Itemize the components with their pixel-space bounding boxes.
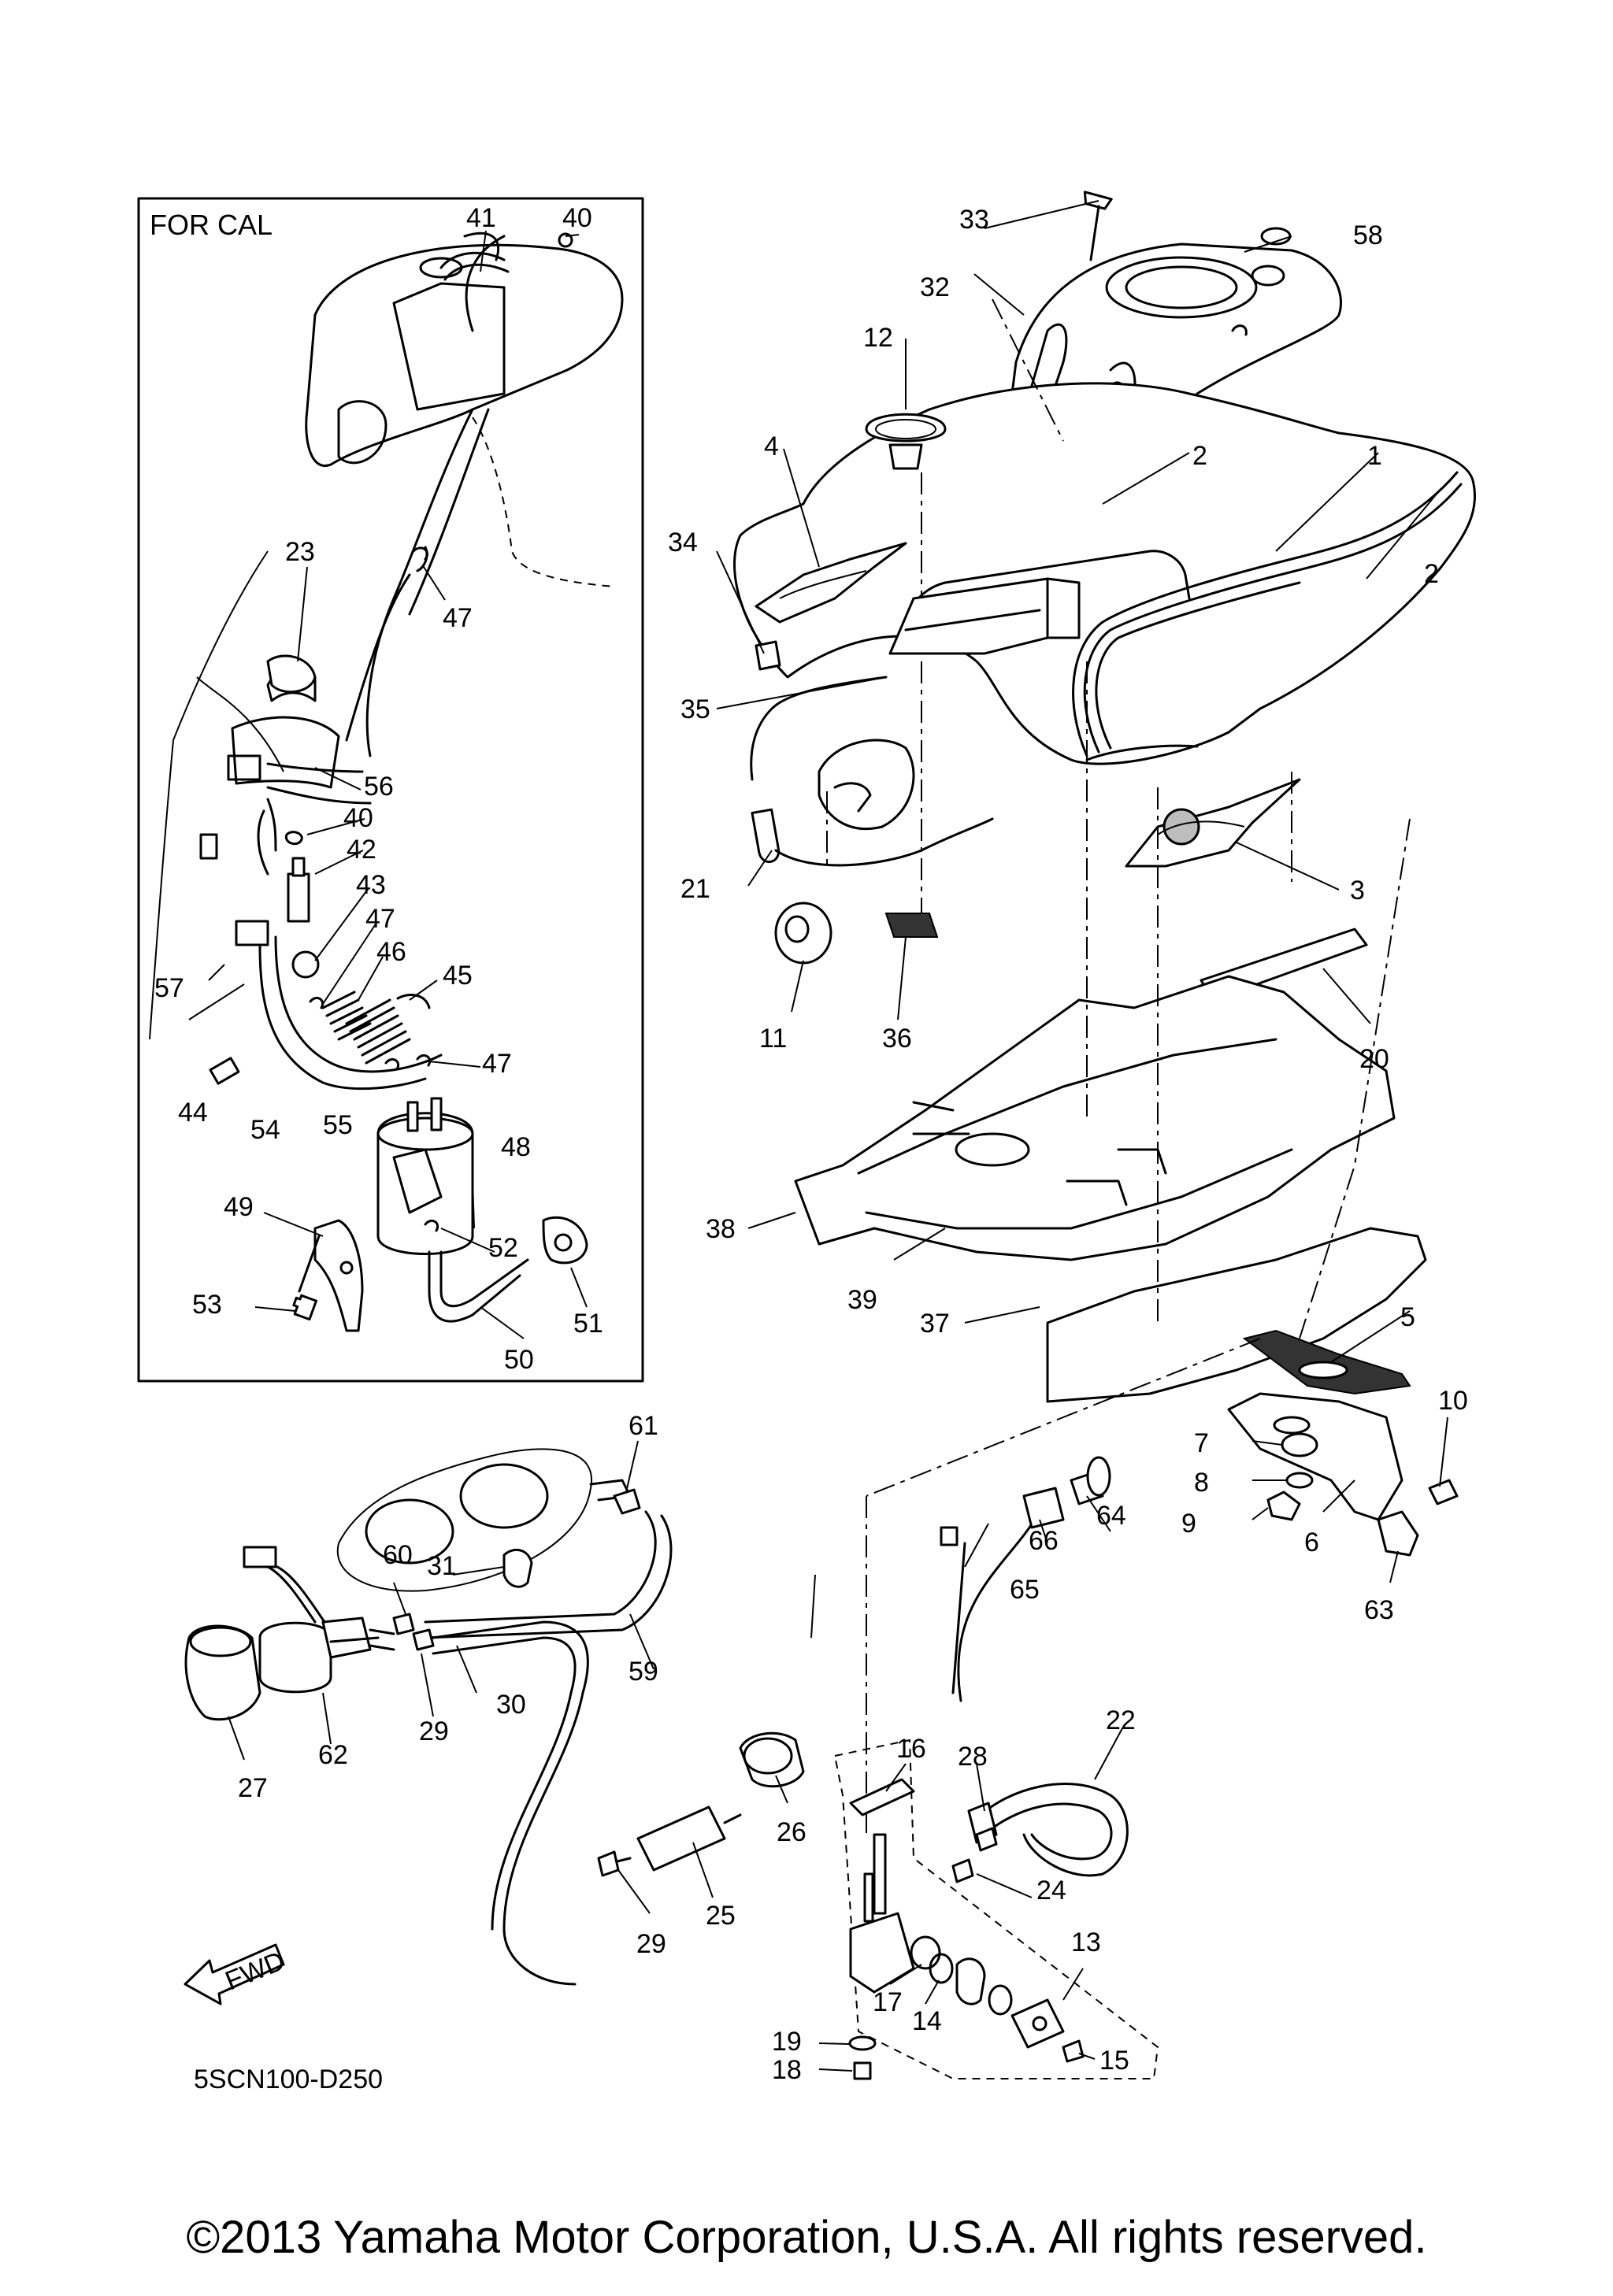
callout-27: 27	[238, 1773, 268, 1803]
inset-tank	[305, 243, 624, 468]
callout-59: 59	[629, 1657, 658, 1687]
callout-6: 6	[1304, 1528, 1319, 1557]
callout-22: 22	[1106, 1705, 1136, 1735]
callout-11: 11	[759, 1024, 787, 1054]
callout-5: 5	[1400, 1302, 1415, 1332]
callout-55: 55	[323, 1110, 353, 1140]
callout-29: 29	[636, 1929, 666, 1959]
callout-52: 52	[488, 1233, 518, 1263]
callout-34: 34	[668, 528, 698, 557]
callout-25: 25	[706, 1901, 736, 1931]
callout-35: 35	[680, 694, 710, 724]
callout-3: 3	[1350, 876, 1365, 905]
callout-56: 56	[364, 772, 394, 802]
callout-29: 29	[419, 1716, 449, 1746]
callout-49: 49	[224, 1192, 254, 1222]
callout-50: 50	[504, 1345, 534, 1375]
callout-8: 8	[1194, 1468, 1209, 1498]
callout-1: 1	[1367, 441, 1382, 471]
callout-26: 26	[777, 1817, 806, 1847]
callout-16: 16	[896, 1734, 926, 1764]
inset-frame	[137, 197, 644, 1383]
callout-20: 20	[1359, 1044, 1389, 1074]
inset-title: FOR CAL	[150, 209, 273, 241]
callout-19: 19	[772, 2027, 802, 2057]
callout-47: 47	[482, 1049, 512, 1079]
callout-39: 39	[847, 1285, 877, 1315]
callout-36: 36	[882, 1024, 912, 1054]
callout-64: 64	[1096, 1501, 1126, 1531]
callout-31: 31	[427, 1551, 457, 1581]
damper-11	[774, 902, 832, 965]
callout-24: 24	[1036, 1876, 1066, 1905]
callout-45: 45	[443, 961, 473, 991]
callout-66: 66	[1029, 1526, 1059, 1556]
callout-47: 47	[443, 603, 473, 633]
fuel-pump	[258, 1621, 332, 1694]
callout-13: 13	[1071, 1928, 1101, 1957]
callout-37: 37	[920, 1309, 950, 1339]
fuel-tank	[733, 382, 1477, 765]
callout-15: 15	[1099, 2046, 1129, 2076]
callout-23: 23	[285, 537, 315, 567]
callout-53: 53	[192, 1290, 222, 1320]
pad-36	[884, 913, 939, 938]
callout-17: 17	[873, 1987, 903, 2017]
fuel-cap	[865, 413, 947, 443]
callout-12: 12	[863, 323, 893, 353]
callout-42: 42	[347, 835, 376, 865]
callout-54: 54	[250, 1115, 280, 1145]
callout-43: 43	[356, 870, 386, 900]
callout-32: 32	[920, 272, 950, 302]
callout-labels: 41 40 23 47 56 40 42 43 47 46 45 47 57 4…	[154, 203, 1468, 2094]
callout-28: 28	[958, 1742, 988, 1772]
fuel-cock	[849, 1912, 915, 1994]
callout-40: 40	[562, 203, 592, 233]
callout-65: 65	[1010, 1575, 1040, 1605]
callout-4: 4	[764, 431, 779, 461]
callout-33: 33	[959, 205, 989, 235]
fuel-tank-assembly	[716, 191, 1477, 1835]
callout-58: 58	[1353, 220, 1383, 250]
callout-57: 57	[154, 973, 184, 1003]
canister	[376, 1112, 474, 1255]
callout-9: 9	[1181, 1509, 1196, 1539]
cal-inset: FOR CAL	[137, 197, 644, 1383]
callout-48: 48	[501, 1132, 531, 1162]
heat-shield	[794, 975, 1396, 1261]
fwd-arrow-icon: FWD	[184, 1943, 289, 2005]
callout-7: 7	[1194, 1428, 1209, 1458]
callout-51: 51	[573, 1309, 603, 1339]
callout-62: 62	[318, 1740, 348, 1770]
callout-2: 2	[1192, 441, 1207, 471]
copyright-notice: ©2013 Yamaha Motor Corporation, U.S.A. A…	[186, 2212, 1427, 2263]
callout-38: 38	[706, 1214, 736, 1244]
callout-60: 60	[383, 1540, 413, 1570]
decal-4	[755, 542, 907, 624]
callout-47: 47	[365, 904, 395, 934]
callout-40: 40	[343, 803, 373, 833]
callout-30: 30	[496, 1690, 526, 1720]
callout-41: 41	[466, 203, 496, 233]
callout-46: 46	[376, 937, 406, 967]
callout-21: 21	[680, 874, 710, 904]
fuel-filter	[636, 1805, 726, 1872]
emblem	[1125, 778, 1301, 868]
callout-44: 44	[178, 1098, 208, 1128]
diagram-code: 5SCN100-D250	[194, 2065, 383, 2094]
fuel-pump-assembly: FWD	[184, 1440, 1159, 2080]
callout-14: 14	[912, 2006, 942, 2036]
callout-2: 2	[1424, 559, 1439, 589]
callout-18: 18	[772, 2055, 802, 2085]
callout-10: 10	[1438, 1386, 1468, 1416]
callout-63: 63	[1364, 1595, 1394, 1625]
callout-61: 61	[629, 1411, 658, 1441]
